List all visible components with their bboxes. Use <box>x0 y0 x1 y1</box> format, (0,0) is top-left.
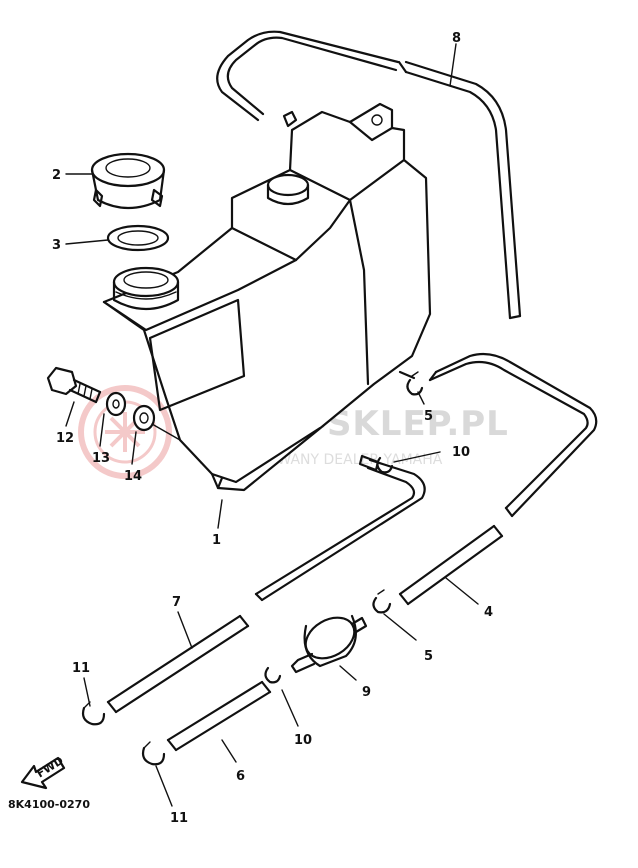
diagram-code: 8K4100-0270 <box>8 798 90 811</box>
callout-7: 7 <box>172 595 181 610</box>
part-7-hose <box>106 458 426 714</box>
callout-13: 13 <box>92 451 110 466</box>
callout-14: 14 <box>124 469 142 484</box>
callout-5-lower: 5 <box>424 649 433 664</box>
callout-5-upper: 5 <box>424 409 433 424</box>
callouts: 2 3 8 1 4 5 5 10 10 7 9 6 12 13 14 11 11 <box>52 31 493 826</box>
part-8-hose <box>216 30 522 320</box>
part-12-bolt <box>46 366 102 404</box>
leader-lines <box>65 43 479 807</box>
part-5-clamp-lower <box>372 589 392 614</box>
callout-6: 6 <box>236 769 245 784</box>
part-4-hose <box>398 352 598 606</box>
callout-2: 2 <box>52 168 61 183</box>
part-10-clamp-lower <box>264 666 282 684</box>
callout-1: 1 <box>212 533 221 548</box>
part-10-clamp-upper <box>376 456 394 474</box>
callout-3: 3 <box>52 238 61 253</box>
part-6-hose <box>166 680 272 752</box>
part-1-reservoir-tank <box>102 102 432 492</box>
part-5-clamp-upper <box>406 371 424 396</box>
part-2-cap <box>90 152 166 210</box>
callout-8: 8 <box>452 31 461 46</box>
part-3-gasket <box>106 224 170 252</box>
part-14-washer <box>132 404 156 432</box>
callout-9: 9 <box>362 685 371 700</box>
callout-4: 4 <box>484 605 493 620</box>
callout-11-lower: 11 <box>170 811 188 826</box>
fwd-arrow: FWD <box>20 754 66 790</box>
callout-12: 12 <box>56 431 74 446</box>
callout-10-upper: 10 <box>452 445 470 460</box>
part-13-washer <box>105 391 127 417</box>
part-9-filter <box>290 614 368 674</box>
part-11-clamp-upper <box>81 701 106 726</box>
callout-10-lower: 10 <box>294 733 312 748</box>
callout-11-upper: 11 <box>72 661 90 676</box>
part-11-clamp-lower <box>141 741 166 766</box>
